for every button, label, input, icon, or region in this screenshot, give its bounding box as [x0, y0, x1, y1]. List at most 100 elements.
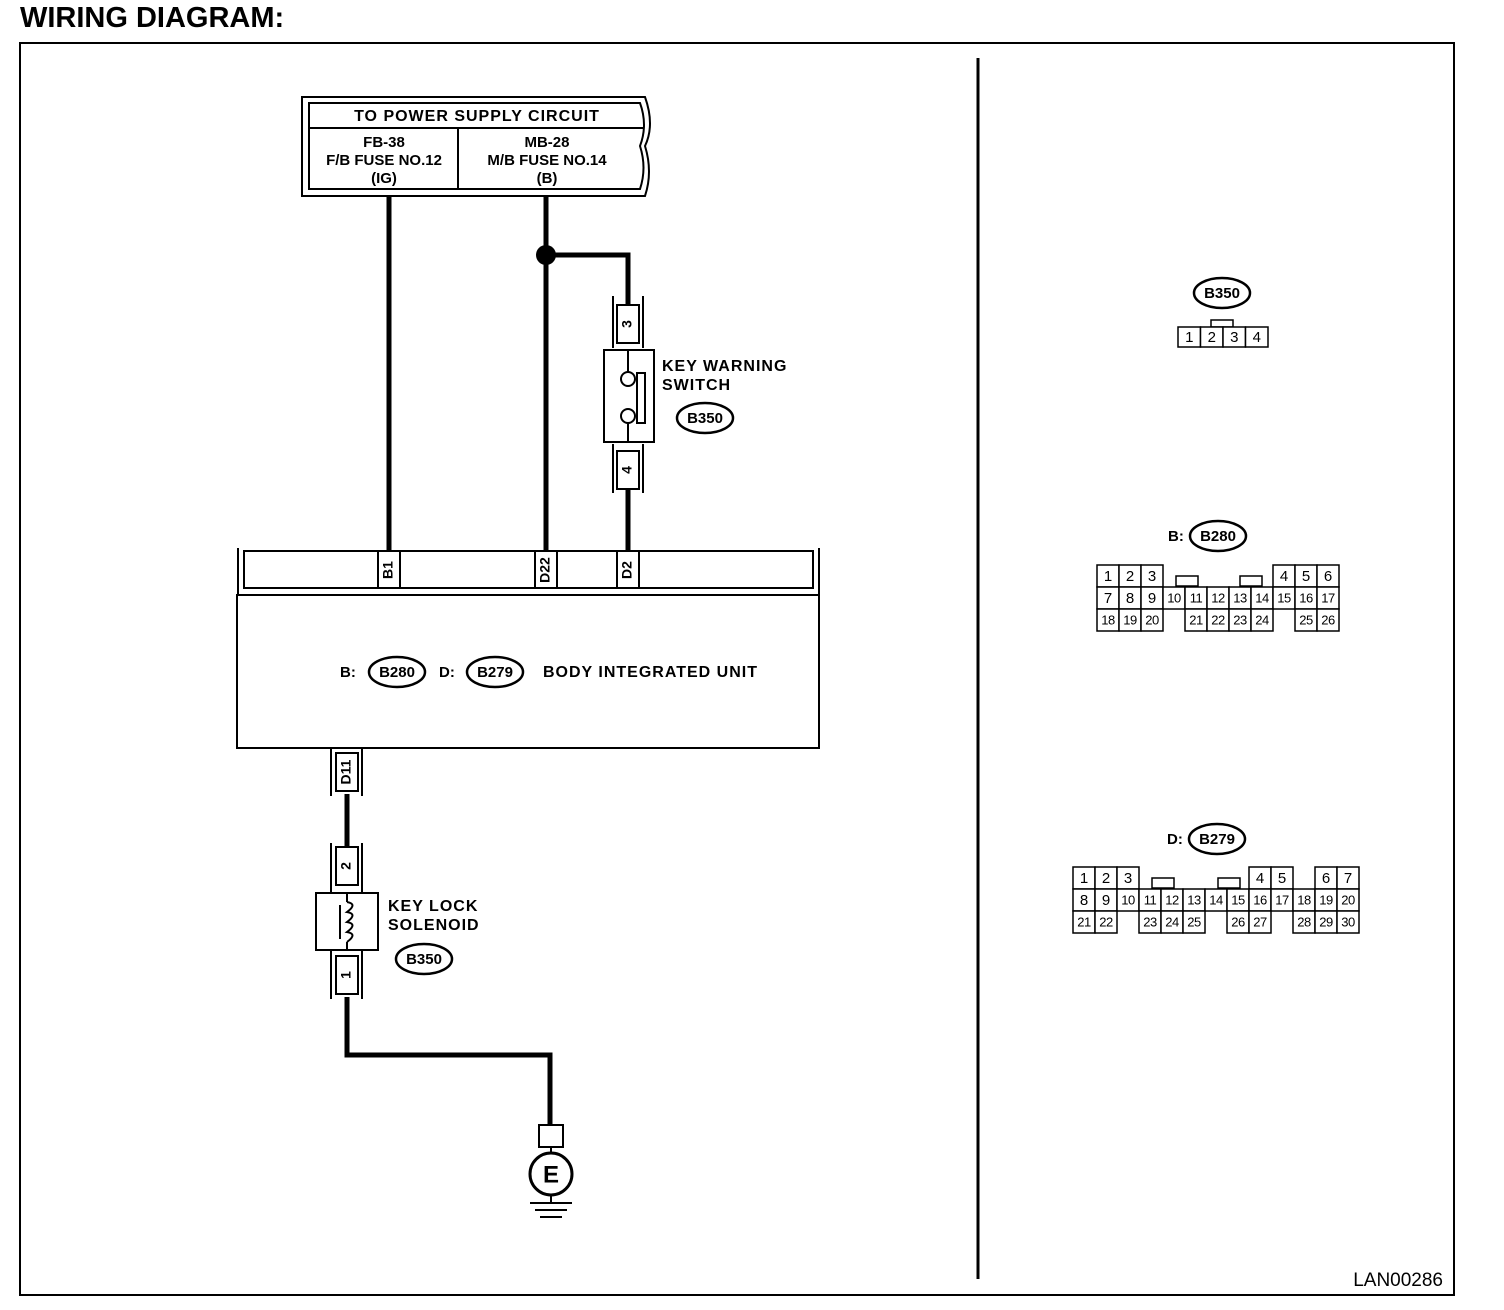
connector-pin-number: 15: [1277, 590, 1291, 605]
power-supply-outline: [301, 96, 651, 197]
connector-pin-number: 29: [1319, 914, 1333, 929]
key-warning-connector-label: B350: [687, 410, 723, 427]
key-lock-connector-oval: [394, 942, 454, 976]
connector-pin-number: 20: [1341, 892, 1355, 907]
connector-pin-cell: [1316, 608, 1340, 632]
connector-pin-number: 7: [1104, 590, 1112, 607]
connector-pin-number: 13: [1187, 892, 1201, 907]
svg-text:3: 3: [619, 320, 635, 328]
connector-pin-number: 16: [1299, 590, 1313, 605]
connector-pin-number: 17: [1275, 892, 1289, 907]
key-lock-solenoid-label-1: KEY LOCK: [388, 898, 478, 915]
key-warning-switch-label-2: SWITCH: [662, 377, 731, 394]
fuse-right-line2: M/B FUSE NO.14: [487, 152, 607, 169]
fuse-right-line1: MB-28: [524, 134, 569, 151]
connector-pin-number: 28: [1297, 914, 1311, 929]
connector-pin-number: 5: [1302, 568, 1310, 585]
unit-pin-d2: [616, 550, 640, 589]
connector-pin-number: 26: [1321, 612, 1335, 627]
connector-b280-latch-left: [1175, 575, 1199, 587]
connector-pin-number: 2: [1126, 568, 1134, 585]
power-supply-header: TO POWER SUPPLY CIRCUIT: [354, 108, 600, 125]
connector-pin-number: 17: [1321, 590, 1335, 605]
fuse-left-line2: F/B FUSE NO.12: [326, 152, 442, 169]
page-title: WIRING DIAGRAM:: [20, 2, 284, 34]
connector-pin-number: 1: [1080, 870, 1088, 887]
svg-text:D22: D22: [537, 557, 553, 583]
connector-pin-number: 1: [1185, 329, 1193, 346]
connector-pin-number: 12: [1211, 590, 1225, 605]
reference-code: LAN00286: [1353, 1270, 1443, 1291]
connector-pin-number: 10: [1167, 590, 1181, 605]
body-integrated-unit: B1 D22 D2 B: B280 D: B279 BODY INTEGRATE…: [236, 548, 820, 796]
unit-pin-d11: [335, 752, 359, 792]
key-lock-solenoid: 2 1 KEY LOCK SOLENOID B350: [315, 843, 480, 999]
connector-pin-number: 21: [1189, 612, 1203, 627]
connector-b350-latch: [1210, 319, 1234, 328]
switch-pin-4: [616, 450, 640, 490]
unit-connector-strip: [243, 550, 814, 589]
svg-text:4: 4: [619, 466, 635, 474]
connector-b279-latch-right: [1217, 877, 1241, 889]
connector-pin-cell: [1244, 326, 1269, 348]
diagram-frame: [19, 42, 1455, 1296]
connector-pin-number: 1: [1104, 568, 1112, 585]
connector-pin-number: 4: [1253, 329, 1261, 346]
svg-text:D:: D:: [439, 664, 455, 681]
connector-pin-number: 5: [1278, 870, 1286, 887]
connector-pin-number: 6: [1324, 568, 1332, 585]
connector-pin-number: 18: [1101, 612, 1115, 627]
unit-connector-b-label: B280: [379, 664, 415, 681]
switch-contact-top: [620, 371, 636, 387]
connector-pin-number: 15: [1231, 892, 1245, 907]
wires: [344, 196, 631, 1125]
connector-pin-number: 24: [1165, 914, 1179, 929]
unit-connector-d-label: B279: [477, 664, 513, 681]
connector-pin-number: 4: [1280, 568, 1288, 585]
connector-pin-number: 12: [1165, 892, 1179, 907]
svg-text:B1: B1: [380, 561, 396, 579]
connector-pin-number: 22: [1211, 612, 1225, 627]
connector-pin-number: 27: [1253, 914, 1267, 929]
unit-body: [236, 594, 820, 749]
connector-pin-number: 11: [1144, 892, 1157, 907]
connector-pin-number: 19: [1123, 612, 1137, 627]
solenoid-pin-1: [335, 955, 359, 995]
connector-pin-number: 8: [1126, 590, 1134, 607]
connector-pin-number: 9: [1102, 892, 1110, 909]
key-warning-switch-label-1: KEY WARNING: [662, 358, 787, 375]
connector-b280-latch-right: [1239, 575, 1263, 587]
connector-pin-number: 6: [1322, 870, 1330, 887]
ground-terminal: [538, 1124, 564, 1148]
svg-text:2: 2: [338, 862, 354, 870]
connector-pin-number: 10: [1121, 892, 1135, 907]
connector-pin-cell: [1248, 910, 1272, 934]
unit-connector-d-oval: [465, 655, 525, 689]
connector-pin-cell: [1250, 608, 1274, 632]
unit-pin-d22: [534, 550, 558, 589]
key-lock-solenoid-label-2: SOLENOID: [388, 917, 480, 934]
connector-pin-cell: [1182, 910, 1206, 934]
svg-text:D11: D11: [338, 759, 354, 784]
key-lock-connector-label: B350: [406, 951, 442, 968]
switch-contact-bottom: [620, 408, 636, 424]
connector-b280-oval: [1188, 519, 1248, 553]
fuse-right-line3: (B): [537, 170, 558, 187]
connector-pin-cell: [1336, 910, 1360, 934]
fuse-left-line3: (IG): [371, 170, 397, 187]
connector-b279-latch-left: [1151, 877, 1175, 889]
svg-text:B:: B:: [340, 664, 356, 681]
svg-text:B:: B:: [1168, 528, 1184, 545]
connector-pin-number: 9: [1148, 590, 1156, 607]
switch-pin-3: [616, 304, 640, 344]
connector-pin-number: 13: [1233, 590, 1247, 605]
connector-pin-number: 14: [1209, 892, 1223, 907]
connector-pin-number: 25: [1299, 612, 1313, 627]
ground-label: E: [543, 1161, 559, 1188]
connector-b279-label: B279: [1199, 831, 1235, 848]
